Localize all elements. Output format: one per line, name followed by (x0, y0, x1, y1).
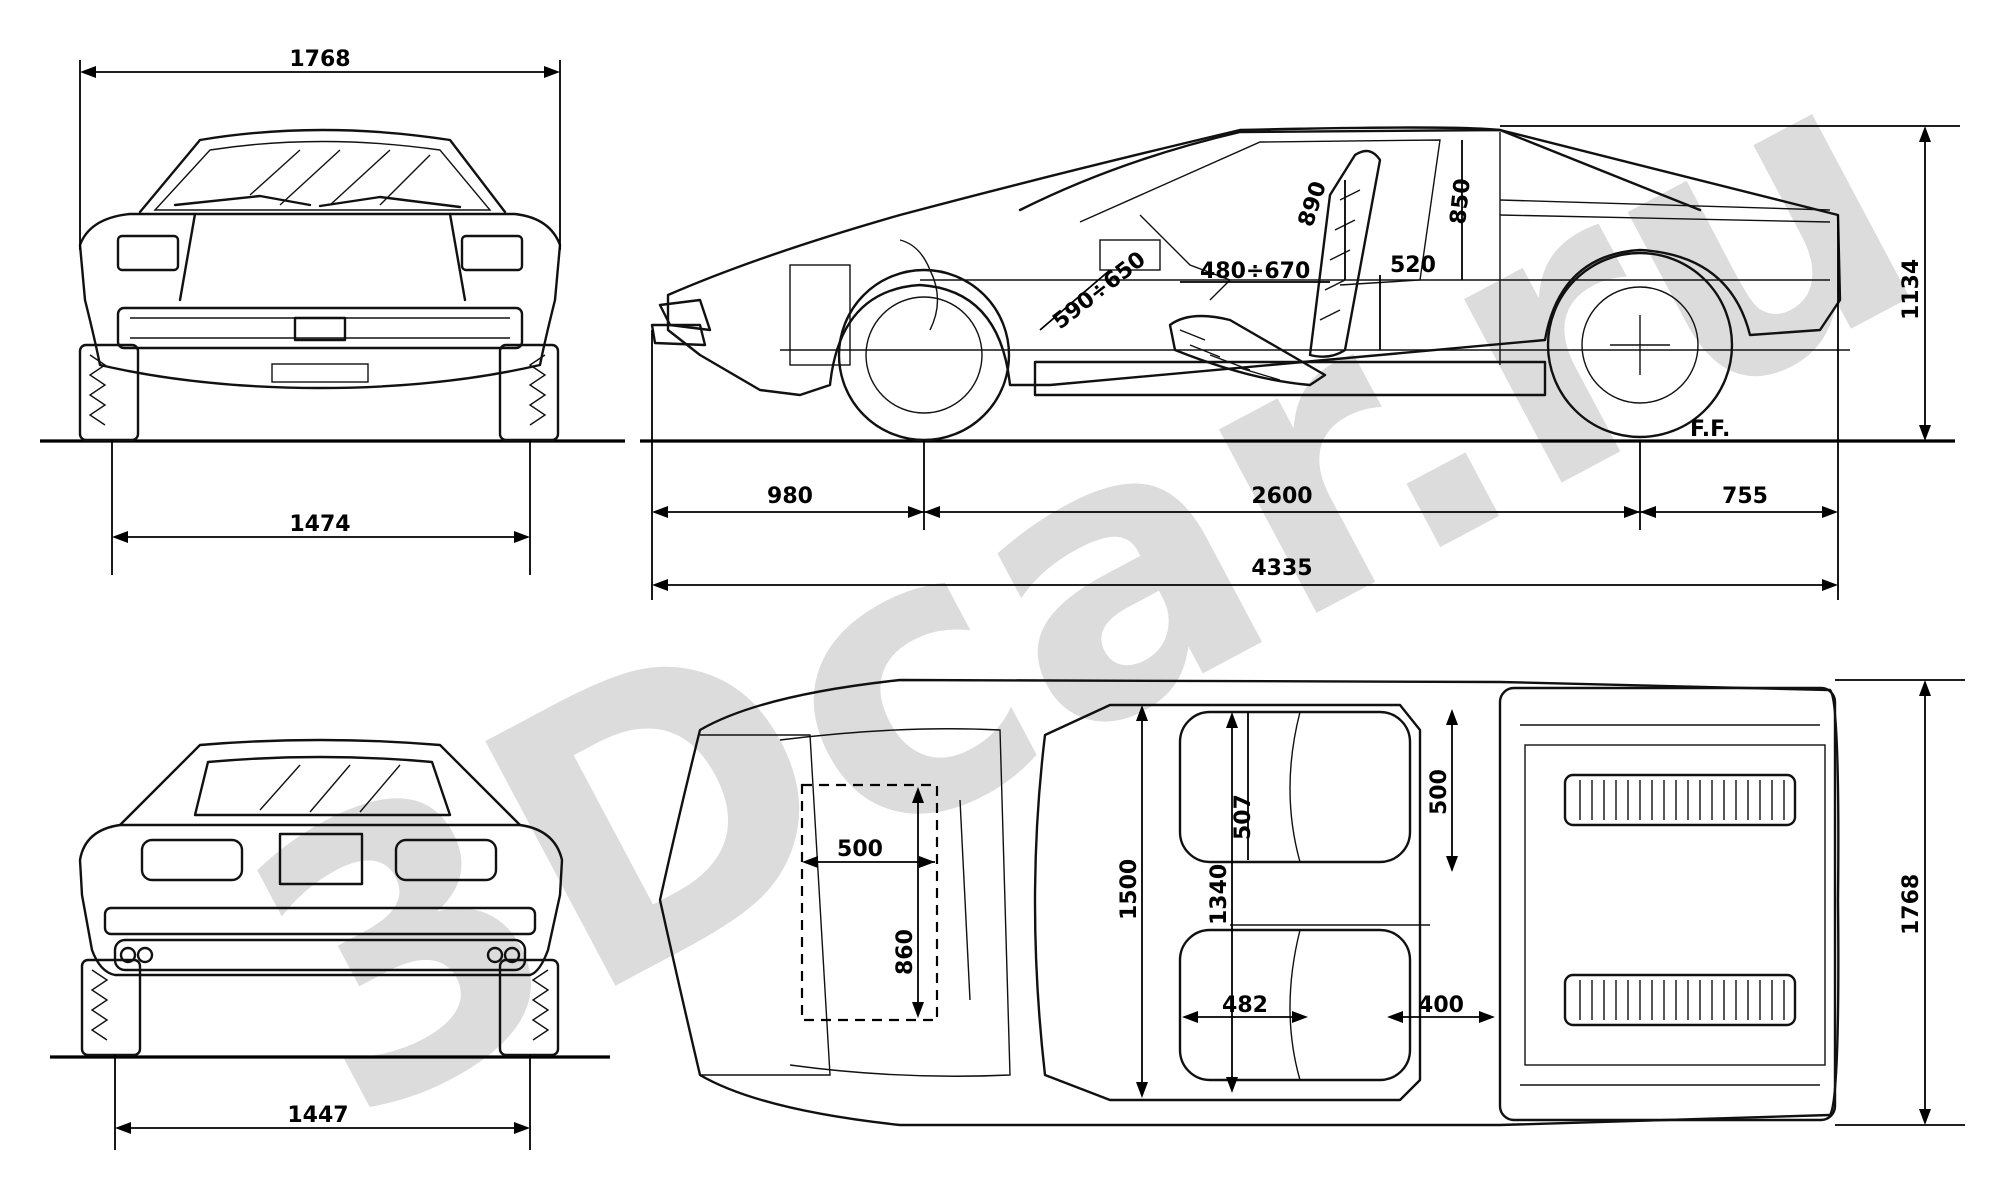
rear-window (193, 755, 452, 817)
rear-lamp-right (394, 838, 498, 882)
rear-view: 1447 (50, 738, 610, 1150)
overall-length-label: 4335 (1251, 556, 1312, 581)
rear-tire-left (80, 958, 142, 1057)
side-front-wheel (837, 268, 1011, 442)
seat-depth-label: 507 (1231, 794, 1256, 840)
headroom-rear-label: 850 (1446, 177, 1476, 225)
engine-cover-panel (1524, 744, 1826, 1066)
front-body (78, 212, 562, 390)
front-intake (271, 363, 369, 383)
watermark-text: 3Dcar.ru (185, 0, 1980, 1200)
seat-travel-label: 480÷670 (1200, 259, 1310, 284)
wheelbase-label: 2600 (1251, 484, 1312, 509)
luggage-depth-label: 860 (893, 929, 918, 975)
side-seat-cushion (1168, 314, 1327, 387)
side-body-outline (666, 126, 1842, 397)
side-roofline (1018, 128, 1702, 212)
side-front-lamp (658, 298, 712, 332)
front-tire-right (498, 343, 560, 442)
rear-exhaust-panel (113, 938, 527, 972)
front-tire-left (78, 343, 140, 442)
side-seat-back (1308, 149, 1382, 358)
front-overhang-label: 980 (767, 484, 813, 509)
cabin-width-front-label: 1500 (1117, 859, 1142, 920)
top-cabin-outline (1033, 703, 1422, 1102)
luggage-width-label: 500 (837, 837, 883, 862)
rear-overhang-label: 755 (1722, 484, 1768, 509)
rear-roof-outline (118, 738, 522, 827)
front-headlamp-right (460, 234, 524, 272)
front-windshield-outline (138, 128, 507, 214)
overall-height-label: 1134 (1899, 259, 1924, 320)
front-track-label: 1474 (289, 512, 350, 537)
front-headlamp-left (116, 234, 180, 272)
rear-plate-area (278, 832, 364, 886)
top-body-outline (658, 678, 1840, 1127)
rear-tire-right (498, 958, 560, 1057)
cabin-width-inner-label: 1340 (1207, 864, 1232, 925)
top-view: 500 860 1500 1340 507 500 482 400 (658, 678, 1965, 1127)
engine-deck (1498, 686, 1837, 1122)
front-width-label: 1768 (289, 47, 350, 72)
side-front-bumper (650, 323, 707, 347)
drafter-signature: F.F. (1690, 417, 1730, 442)
side-spare-wheel-well (789, 264, 851, 366)
top-seat-left (1178, 710, 1412, 864)
front-wiper-right (318, 195, 462, 209)
top-width-label: 1768 (1899, 874, 1924, 935)
top-seat-right (1178, 928, 1412, 1082)
engine-vent-lower (1563, 973, 1797, 1027)
seat-backrest-label: 400 (1418, 993, 1464, 1018)
rear-lamp-left (140, 838, 244, 882)
side-sill (1033, 360, 1547, 397)
seat-cushion-width-label: 482 (1222, 993, 1268, 1018)
front-grille (116, 306, 524, 350)
side-rear-wheel (1546, 251, 1734, 439)
side-view: 890 850 480÷670 590÷650 520 980 2600 755… (640, 125, 1960, 600)
seat-back-width-label: 500 (1427, 769, 1452, 815)
rear-body (78, 823, 564, 977)
watermark-logo: 3Dcar.ru (185, 0, 1980, 1200)
seat-height-label: 520 (1390, 253, 1436, 278)
side-window (1079, 139, 1441, 286)
front-view: 1768 1474 (40, 47, 625, 575)
front-badge (293, 316, 347, 342)
front-windshield-glass (153, 140, 492, 211)
rear-bumper (103, 906, 537, 936)
rear-track-label: 1447 (287, 1103, 348, 1128)
engine-vent-upper (1563, 773, 1797, 827)
front-wiper-left (173, 194, 312, 207)
